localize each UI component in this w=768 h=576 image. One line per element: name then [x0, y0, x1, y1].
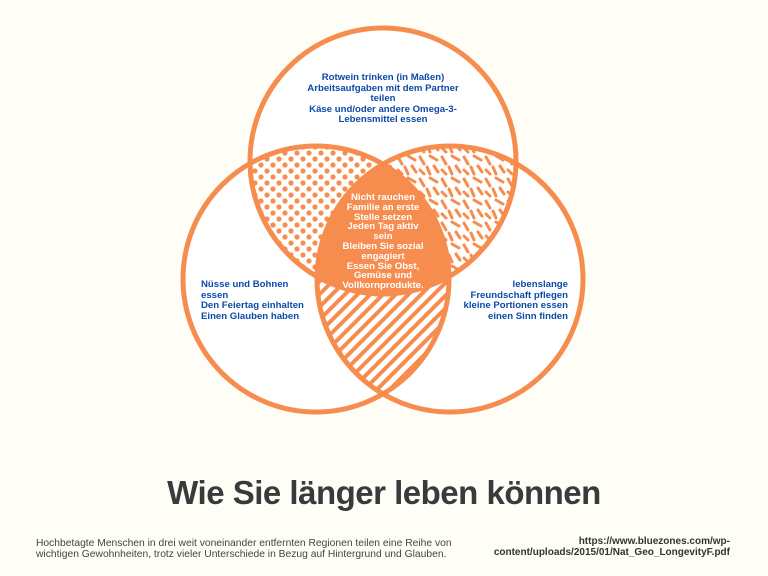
label: einen Sinn finden: [488, 310, 568, 322]
source-link[interactable]: https://www.bluezones.com/wp-content/upl…: [494, 536, 730, 558]
label: Stelle setzen: [353, 211, 413, 223]
label: Arbeitsaufgaben mit dem Partner: [307, 82, 459, 94]
label: Käse und/oder andere Omega-3-: [309, 103, 457, 115]
label: sein: [373, 231, 393, 243]
label: Essen Sie Obst,: [346, 260, 420, 272]
label: essen: [201, 289, 229, 301]
label: Rotwein trinken (in Maßen): [321, 72, 445, 83]
label: Freundschaft pflegen: [470, 289, 568, 301]
source-line: https://www.bluezones.com/wp-: [578, 536, 730, 547]
label: Einen Glauben haben: [201, 310, 300, 322]
source-line: content/uploads/2015/01/Nat_Geo_Longevit…: [493, 547, 730, 558]
label: teilen: [370, 93, 396, 104]
description-line: Hochbetagte Menschen in drei weit vonein…: [36, 538, 452, 549]
description: Hochbetagte Menschen in drei weit vonein…: [36, 538, 452, 560]
label: Gemüse und: [353, 270, 413, 282]
label: Jeden Tag aktiv: [347, 221, 419, 233]
label: Den Feiertag einhalten: [201, 300, 304, 311]
label: Nüsse und Bohnen: [201, 279, 289, 290]
label: Bleiben Sie sozial: [342, 240, 424, 252]
label: kleine Portionen essen: [463, 300, 568, 311]
label: Familie an erste: [346, 201, 420, 213]
circle-right: [314, 143, 586, 415]
description-line: wichtigen Gewohnheiten, trotz vieler Unt…: [36, 549, 447, 560]
top-circle-text: Rotwein trinken (in Maßen)Arbeitsaufgabe…: [283, 72, 483, 126]
label: Lebensmittel essen: [338, 114, 428, 125]
label: Vollkornprodukte.: [342, 280, 424, 292]
label: lebenslange: [512, 279, 568, 290]
label: engagiert: [361, 250, 405, 262]
label: Nicht rauchen: [351, 192, 415, 203]
circle-left: [180, 143, 452, 415]
page-title: Wie Sie länger leben können: [167, 474, 601, 511]
